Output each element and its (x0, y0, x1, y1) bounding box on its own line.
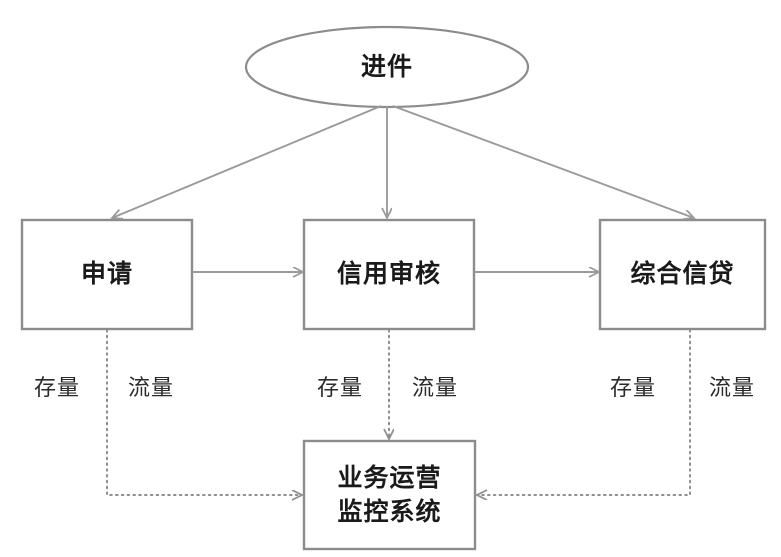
edge-label-comprehensive-credit-stock: 存量 (610, 375, 657, 400)
node-source-ellipse[interactable] (244, 25, 530, 109)
edge-label-credit-review-flow: 流量 (412, 375, 459, 400)
node-comprehensive-credit-box[interactable] (598, 218, 767, 331)
edge-label-comprehensive-credit-flow: 流量 (709, 375, 756, 400)
edge-apply-to-monitor (106, 329, 302, 495)
edge-label-credit-review-stock: 存量 (317, 375, 364, 400)
edge-label-apply-flow: 流量 (128, 375, 175, 400)
edge-comprehensive-credit-to-monitor (477, 329, 691, 495)
edge-label-apply-stock: 存量 (34, 375, 81, 400)
node-monitor-system-box[interactable] (302, 439, 477, 551)
node-credit-review-box[interactable] (302, 218, 476, 331)
node-apply-box[interactable] (20, 218, 194, 331)
edge-source-to-comprehensive-credit (392, 105, 694, 218)
edge-source-to-apply (112, 105, 382, 218)
